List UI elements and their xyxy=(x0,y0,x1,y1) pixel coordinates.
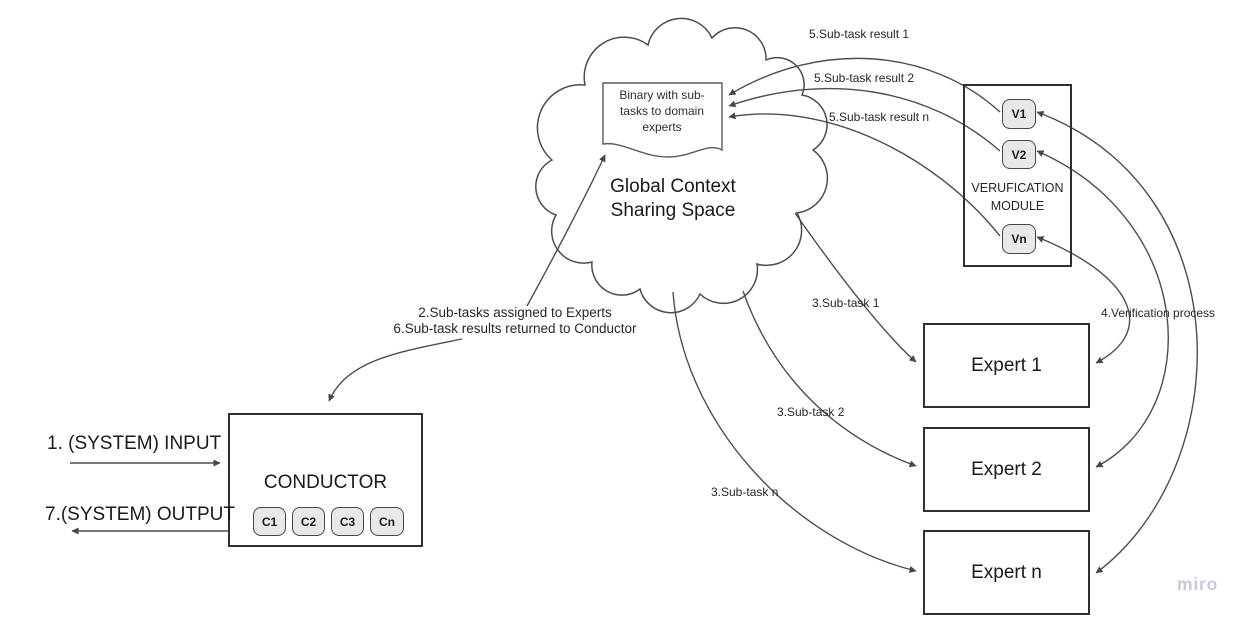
label-return: 6.Sub-task results returned to Conductor xyxy=(393,320,637,336)
connector-verification-1 xyxy=(1036,111,1198,574)
conductor-title: CONDUCTOR xyxy=(263,472,388,493)
cloud-title: Global Context Sharing Space xyxy=(610,176,736,221)
connector-result-1 xyxy=(728,57,1001,113)
label-assign-return-block: 2.Sub-tasks assigned to Experts 6.Sub-ta… xyxy=(393,305,636,337)
note-text: Binary with sub-tasks to domain experts xyxy=(619,88,705,134)
label-assign: 2.Sub-tasks assigned to Experts xyxy=(418,305,612,320)
verifier-chip-v2[interactable]: V2 xyxy=(1002,140,1036,169)
verifier-chip-v1[interactable]: V1 xyxy=(1002,99,1036,129)
label-system-output: 7.(SYSTEM) OUTPUT xyxy=(45,504,236,525)
miro-logo: miro xyxy=(1177,574,1219,594)
conductor-chip-c1[interactable]: C1 xyxy=(253,507,286,536)
label-result-2: 5.Sub-task result 2 xyxy=(814,71,915,85)
conductor-chip-c3[interactable]: C3 xyxy=(331,507,364,536)
connector-subtasks-to-cloud xyxy=(526,154,606,307)
connector-result-2 xyxy=(728,87,1001,152)
expert-1-box[interactable]: Expert 1 xyxy=(923,323,1090,408)
connector-results-to-conductor xyxy=(328,338,463,402)
expert-n-box[interactable]: Expert n xyxy=(923,530,1090,615)
verifier-chip-vn[interactable]: Vn xyxy=(1002,224,1036,254)
label-system-input: 1. (SYSTEM) INPUT xyxy=(47,433,222,454)
label-subtask-2: 3.Sub-task 2 xyxy=(777,405,845,419)
connector-subtask-n xyxy=(672,291,917,573)
connector-subtask-1 xyxy=(794,212,917,363)
conductor-box[interactable]: CONDUCTOR C1 C2 C3 Cn xyxy=(228,413,423,547)
conductor-chip-row: C1 C2 C3 Cn xyxy=(253,507,404,536)
global-context-cloud-shape[interactable] xyxy=(535,17,829,314)
connector-subtask-2 xyxy=(742,290,917,468)
connector-result-n xyxy=(728,112,1001,237)
conductor-chip-c2[interactable]: C2 xyxy=(292,507,325,536)
conductor-chip-cn[interactable]: Cn xyxy=(370,507,404,536)
note-shape[interactable] xyxy=(602,82,723,158)
label-subtask-1: 3.Sub-task 1 xyxy=(812,296,880,310)
verification-module-title: VERUFICATION MODULE xyxy=(971,181,1064,214)
label-verification-process: 4.Verification process xyxy=(1101,306,1216,320)
label-result-1: 5.Sub-task result 1 xyxy=(809,27,910,41)
expert-2-box[interactable]: Expert 2 xyxy=(923,427,1090,512)
label-subtask-n: 3.Sub-task n xyxy=(711,485,779,499)
label-result-n: 5.Sub-task result n xyxy=(829,110,930,124)
connector-verification-3 xyxy=(1036,236,1131,364)
connector-verification-2 xyxy=(1036,150,1170,468)
verification-module-box[interactable]: VERUFICATION MODULE V1 V2 Vn xyxy=(963,84,1072,267)
